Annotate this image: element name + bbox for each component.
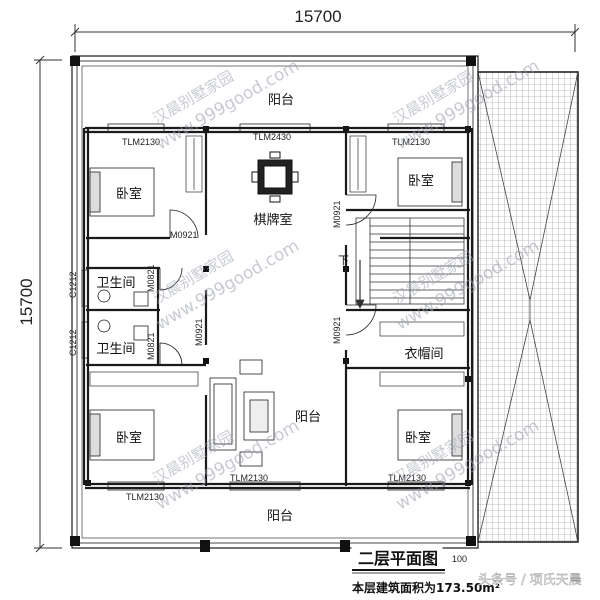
stair-down-mark: 下 <box>338 254 349 267</box>
code-m0921-right: M0921 <box>332 200 342 228</box>
code-tlm2430: TLM2430 <box>253 132 291 142</box>
room-bedroom-bottom-left: 卧室 <box>116 430 142 446</box>
code-m0921-stair: M0921 <box>332 316 342 344</box>
staircase <box>355 217 465 309</box>
title-block: 二层平面图 100 本层建筑面积为173.50m² <box>351 545 500 595</box>
room-bedroom-top-left: 卧室 <box>116 186 142 202</box>
code-tlm2130-bottom-right: TLM2130 <box>388 473 426 483</box>
room-chess: 棋牌室 <box>253 212 292 228</box>
top-dimension: 15700 <box>294 7 341 26</box>
drawing-scale: 100 <box>452 554 467 564</box>
code-tlm2130-top-right: TLM2130 <box>392 137 430 147</box>
source-credit: 头条号 / 项氏天晨 <box>478 572 582 588</box>
room-bedroom-top-right: 卧室 <box>408 173 434 189</box>
bathroom-fixtures <box>97 289 149 341</box>
room-balcony-top: 阳台 <box>268 93 294 108</box>
closets <box>89 135 465 387</box>
chess-table <box>251 151 299 203</box>
room-bedroom-bottom-right: 卧室 <box>405 430 431 446</box>
room-balcony-bottom: 阳台 <box>267 509 293 524</box>
code-m0921-center: M0921 <box>194 318 204 346</box>
drawing-title: 二层平面图 <box>358 549 438 568</box>
windows <box>81 123 445 491</box>
dimension-lines <box>34 24 580 553</box>
code-m0921-left: M0921 <box>170 230 198 240</box>
room-bathroom-2: 卫生间 <box>96 342 135 357</box>
code-tlm2130-bottom-left: TLM2130 <box>126 492 164 502</box>
floor-area-note: 本层建筑面积为173.50m² <box>352 580 500 595</box>
code-c1212-b: C1212 <box>68 329 78 356</box>
room-bathroom-1: 卫生间 <box>96 276 135 291</box>
code-c1212-a: C1212 <box>68 271 78 298</box>
left-dimension: 15700 <box>17 278 36 325</box>
code-tlm2130-bottom-center: TLM2130 <box>230 473 268 483</box>
code-m0821-bath2: M0821 <box>146 332 156 360</box>
room-balcony-middle: 阳台 <box>295 410 321 425</box>
code-m0821: M0821 <box>146 264 156 292</box>
roof-slope <box>477 71 579 543</box>
beds <box>89 157 463 461</box>
room-cloakroom: 衣帽间 <box>404 346 443 362</box>
code-tlm2130-top-left: TLM2130 <box>122 137 160 147</box>
doors <box>159 194 377 366</box>
sofa-set <box>209 359 275 467</box>
